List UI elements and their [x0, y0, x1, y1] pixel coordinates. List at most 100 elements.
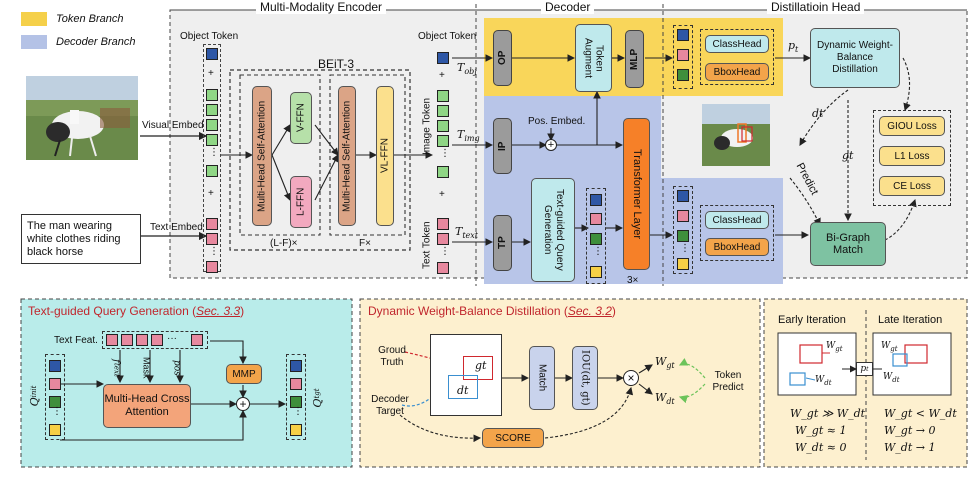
object-token-out-label: Object Token: [418, 31, 477, 42]
add-node: +: [545, 139, 557, 151]
wgt-label: Wgt: [655, 355, 675, 371]
tp-block: TP: [493, 215, 512, 271]
token-branch-label: Token Branch: [56, 13, 124, 25]
early-rel-2: W_gt ≈ 1: [795, 424, 847, 437]
qi-token-3: [49, 396, 61, 408]
gt-label: gt: [842, 149, 854, 162]
visual-embed-label: Visual Embed: [142, 120, 204, 131]
tgqg-block: Text-guided Query Generation: [531, 178, 575, 282]
input-image: [26, 76, 138, 160]
early-wdt-label: Wdt: [815, 375, 832, 387]
text-token-2: [206, 233, 218, 245]
qt-token-2: [290, 378, 302, 390]
ce-loss: CE Loss: [879, 176, 945, 196]
pos-label: pos: [171, 360, 182, 376]
dt-box: [448, 375, 478, 399]
d2-token-2: [677, 210, 689, 222]
dwbd-panel-title: Dynamic Weight-Balance Distillation (Sec…: [368, 304, 616, 318]
mask-label: Mask: [141, 357, 152, 379]
giou-loss: GIOU Loss: [879, 116, 945, 136]
late-rel-3: W_dt → 1: [884, 441, 936, 454]
prediction-image: [702, 104, 770, 166]
op-block: OP: [493, 30, 512, 86]
late-wgt-label: Wgt: [881, 341, 898, 353]
qt-token-1: [290, 360, 302, 372]
text-token-3: [206, 261, 218, 273]
ellipsis-4: ⋮: [440, 246, 450, 257]
img-out-token-4: [437, 135, 449, 147]
dwbd-panel: [359, 298, 761, 468]
d1-token-1: [677, 29, 689, 41]
ellipsis-1: ⋮: [209, 147, 219, 158]
vffn-block: V-FFN: [290, 92, 312, 144]
dwbd-block: Dynamic Weight-Balance Distillation: [810, 28, 900, 88]
mlp-block: MLP: [625, 30, 644, 88]
bboxhead-2: BboxHead: [705, 238, 769, 256]
vlffn-block: VL-FFN: [376, 86, 394, 226]
plus-4: +: [439, 189, 445, 200]
img-out-token-5: [437, 166, 449, 178]
distill-token-col-1: [673, 25, 693, 89]
early-iteration-label: Early Iteration: [778, 314, 846, 326]
transformer-layer-block: Transformer Layer: [623, 118, 650, 270]
txt-out-token-2: [437, 233, 449, 245]
plus-1: +: [208, 68, 214, 79]
mhsa-block-2: Multi-Head Self-Attention: [338, 86, 356, 226]
dt-label: dt: [812, 107, 824, 120]
ellipsis-5: ⋮: [593, 246, 603, 257]
tf-token-2: [121, 334, 133, 346]
text-token-label: Text Token: [421, 221, 433, 269]
late-rel-1: W_gt < W_dt: [884, 407, 957, 420]
pos-embed-label: Pos. Embed.: [528, 116, 586, 127]
iou-block: IOU(dt, gt): [572, 346, 598, 410]
tf-token-1: [106, 334, 118, 346]
plus-2: +: [208, 188, 214, 199]
f-times-label: F×: [359, 238, 371, 249]
encoder-title: Multi-Modality Encoder: [256, 0, 387, 14]
times3-label: 3×: [627, 275, 639, 286]
bboxhead-1: BboxHead: [705, 63, 769, 81]
match-block: Match: [529, 346, 555, 410]
decoder-branch-swatch: [21, 35, 47, 49]
object-token: [206, 48, 218, 60]
t-img-label: Timg: [457, 128, 480, 144]
tf-ellipsis: ···: [167, 333, 177, 344]
mhsa-block-1: Multi-Head Self-Attention: [252, 86, 272, 226]
image-token-label: Image Token: [421, 97, 433, 155]
lf-times-label: (L-F)×: [270, 238, 298, 249]
early-wgt-label: Wgt: [826, 341, 843, 353]
early-rel-1: W_gt ≫ W_dt: [790, 407, 866, 420]
wdt-label: Wdt: [655, 391, 675, 407]
mhca-block: Multi-Head Cross Attention: [103, 384, 191, 428]
tgqg-panel-title: Text-guided Query Generation (Sec. 3.3): [28, 304, 245, 318]
visual-token-2: [206, 104, 218, 116]
q-tgt-column: [286, 354, 306, 440]
qt-token-4: [290, 424, 302, 436]
qi-token-1: [49, 360, 61, 372]
qi-token-2: [49, 378, 61, 390]
t-obj-label: Tobj: [457, 61, 477, 77]
multiply-node: ×: [623, 370, 639, 386]
loss-group: [873, 110, 951, 206]
decoder-target-label: Decoder Target: [371, 394, 409, 417]
ellipsis-6: ⋮: [680, 243, 690, 254]
d2-token-4: [677, 258, 689, 270]
tgqg-add-node: +: [236, 397, 250, 411]
text-feat-label: Text Feat.: [54, 335, 98, 346]
q-token-1: [590, 194, 602, 206]
plus-3: +: [439, 70, 445, 81]
text-input-box: The man wearing white clothes riding bla…: [21, 214, 141, 264]
visual-token-5: [206, 165, 218, 177]
lffn-block: L-FFN: [290, 176, 312, 228]
d1-token-2: [677, 49, 689, 61]
classhead-1: ClassHead: [705, 35, 769, 53]
qi-token-4: [49, 424, 61, 436]
gt-box-label: gt: [475, 359, 487, 372]
beit-label: BEiT-3: [318, 57, 355, 71]
distill-title: Distillatioin Head: [767, 0, 865, 14]
ellipsis-3: ⋮: [440, 148, 450, 159]
text-embed-label: Text Embed: [150, 222, 203, 233]
